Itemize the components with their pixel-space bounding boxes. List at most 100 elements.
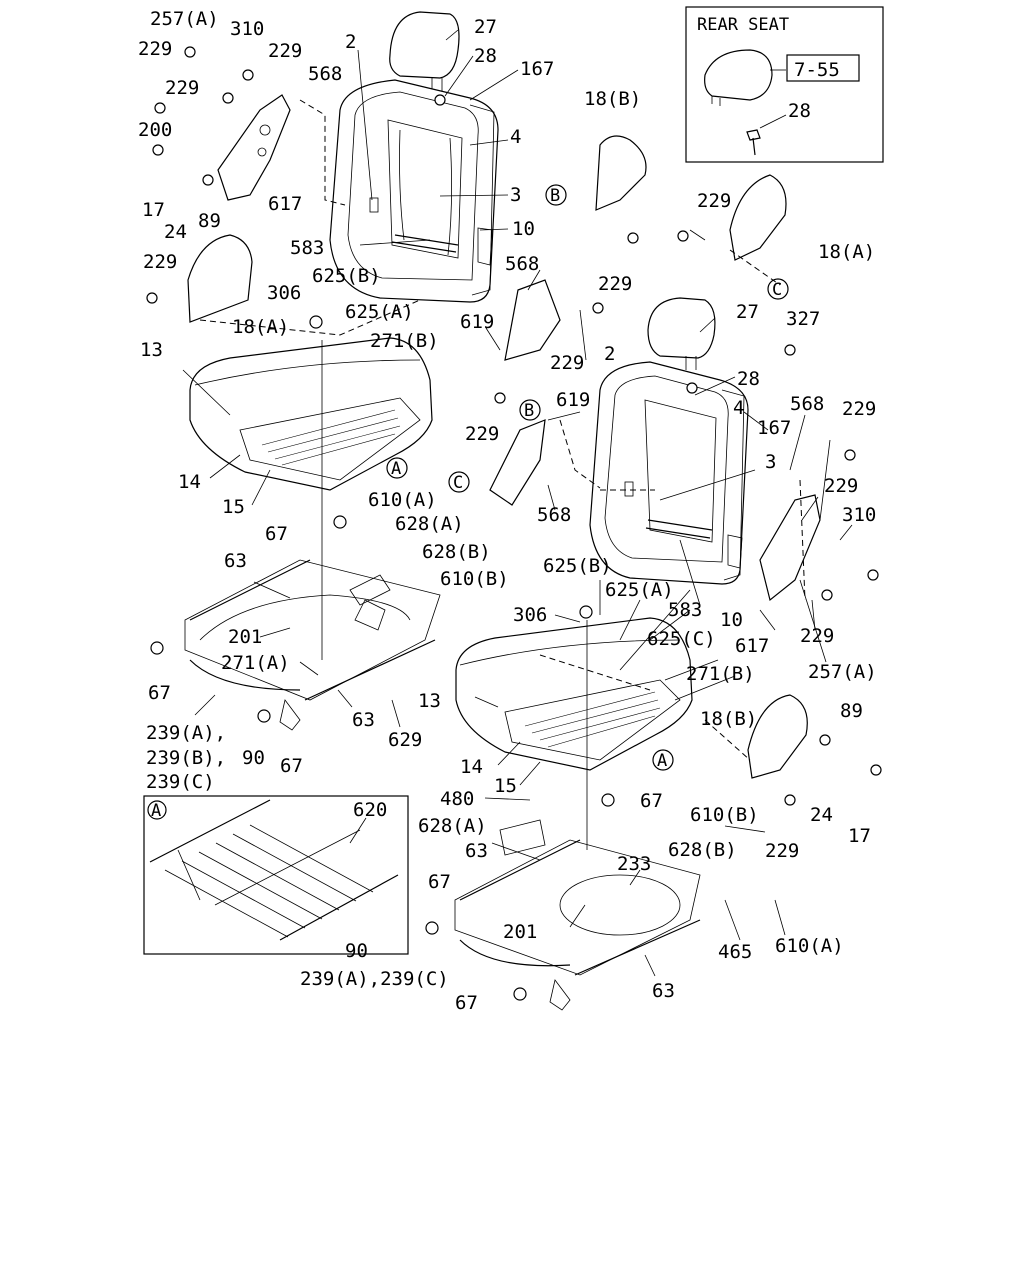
label-15-tl: 15: [222, 496, 245, 518]
recliner-left-top: [187, 94, 821, 779]
label-67-a: 67: [265, 523, 288, 545]
label-3-rear: 3: [765, 451, 776, 473]
inset-a-marker: A: [151, 801, 161, 821]
label-2-rear: 2: [604, 343, 615, 365]
label-24-r: 24: [810, 804, 833, 826]
bolts: [146, 46, 882, 1001]
label-233: 233: [617, 853, 651, 875]
label-480: 480: [440, 788, 474, 810]
label-28-rear: 28: [737, 368, 760, 390]
label-271b-m: 271(B): [686, 663, 755, 685]
label-24-tl: 24: [164, 221, 187, 243]
label-229-h: 229: [842, 398, 876, 420]
marker-b-top: B: [550, 186, 560, 206]
label-4-front: 4: [510, 126, 521, 148]
label-27-rear: 27: [736, 301, 759, 323]
label-229-k: 229: [800, 625, 834, 647]
label-67-f: 67: [455, 992, 478, 1014]
label-628b-a: 628(B): [422, 541, 491, 563]
label-239a-1: 239(A),: [146, 722, 226, 744]
label-13-tl: 13: [140, 339, 163, 361]
label-625a-m: 625(A): [605, 579, 674, 601]
label-310-r: 310: [842, 504, 876, 526]
label-610b-b: 610(B): [690, 804, 759, 826]
label-310-tl: 310: [230, 18, 264, 40]
label-625c: 625(C): [647, 628, 716, 650]
marker-a-rear: A: [657, 751, 667, 771]
marker-c-mid: C: [453, 473, 463, 493]
label-628a-b: 628(A): [418, 815, 487, 837]
label-625a-tl: 625(A): [345, 301, 414, 323]
label-239b: 239(B),: [146, 747, 226, 769]
label-67-b: 67: [148, 682, 171, 704]
marker-a-front: A: [391, 459, 401, 479]
label-14-m: 14: [460, 756, 483, 778]
label-617-tl: 617: [268, 193, 302, 215]
label-568-c: 568: [537, 504, 571, 526]
label-90-b: 90: [345, 940, 368, 962]
label-201-a: 201: [228, 626, 262, 648]
part-labels: 257(A) 310 229 229 229 568 2 27 28 167 2…: [138, 8, 877, 1014]
label-583-front: 583: [290, 237, 324, 259]
label-306-m: 306: [513, 604, 547, 626]
label-10-front: 10: [512, 218, 535, 240]
label-619-a: 619: [460, 311, 494, 333]
label-629: 629: [388, 729, 422, 751]
label-625b-tl: 625(B): [312, 265, 381, 287]
label-4-rear: 4: [733, 397, 744, 419]
inset-title: REAR SEAT: [697, 15, 789, 35]
rear-seat-inset: REAR SEAT 7-55 28: [685, 6, 884, 163]
label-28-front: 28: [474, 45, 497, 67]
inset-ref-box-label: 7-55: [794, 59, 840, 81]
label-89-r: 89: [840, 700, 863, 722]
label-229-l: 229: [765, 840, 799, 862]
label-13-m: 13: [418, 690, 441, 712]
label-229-i: 229: [824, 475, 858, 497]
label-619-b: 619: [556, 389, 590, 411]
label-568-tl: 568: [308, 63, 342, 85]
label-10-rear: 10: [720, 609, 743, 631]
label-67-c: 67: [280, 755, 303, 777]
label-229-c: 229: [165, 77, 199, 99]
label-3-front: 3: [510, 184, 521, 206]
label-229-b: 229: [268, 40, 302, 62]
label-610a-a: 610(A): [368, 489, 437, 511]
label-239ac: 239(A),239(C): [300, 968, 449, 990]
label-18a-right: 18(A): [818, 241, 875, 263]
label-14-tl: 14: [178, 471, 201, 493]
label-229-a: 229: [138, 38, 172, 60]
circle-markers: B B C C A A: [386, 184, 789, 771]
label-63-d: 63: [652, 980, 675, 1002]
label-257a-r: 257(A): [808, 661, 877, 683]
rear-rail-assembly: [454, 819, 701, 1011]
label-63-a: 63: [224, 550, 247, 572]
label-90-a: 90: [242, 747, 265, 769]
label-465: 465: [718, 941, 752, 963]
label-271b-tl: 271(B): [370, 330, 439, 352]
label-625b-m: 625(B): [543, 555, 612, 577]
label-229-e: 229: [550, 352, 584, 374]
label-2-front: 2: [345, 31, 356, 53]
front-cushion: [189, 337, 433, 491]
label-15-m: 15: [494, 775, 517, 797]
label-229-j: 229: [465, 423, 499, 445]
inset-a-spring-grid: A 620: [143, 795, 409, 955]
label-229-d: 229: [143, 251, 177, 273]
label-18b-r: 18(B): [700, 708, 757, 730]
label-327: 327: [786, 308, 820, 330]
label-18a-tl: 18(A): [232, 316, 289, 338]
label-27-front: 27: [474, 16, 497, 38]
label-239c-1: 239(C): [146, 771, 215, 793]
front-rail-assembly: [184, 559, 441, 731]
leader-dashes: [199, 99, 806, 761]
label-167-rear: 167: [757, 417, 791, 439]
label-229-g: 229: [697, 190, 731, 212]
label-167-front: 167: [520, 58, 554, 80]
label-17-tl: 17: [142, 199, 165, 221]
label-200: 200: [138, 119, 172, 141]
inset-part-28: 28: [788, 100, 811, 122]
label-201-b: 201: [503, 921, 537, 943]
label-568-r: 568: [790, 393, 824, 415]
label-18b-top: 18(B): [584, 88, 641, 110]
